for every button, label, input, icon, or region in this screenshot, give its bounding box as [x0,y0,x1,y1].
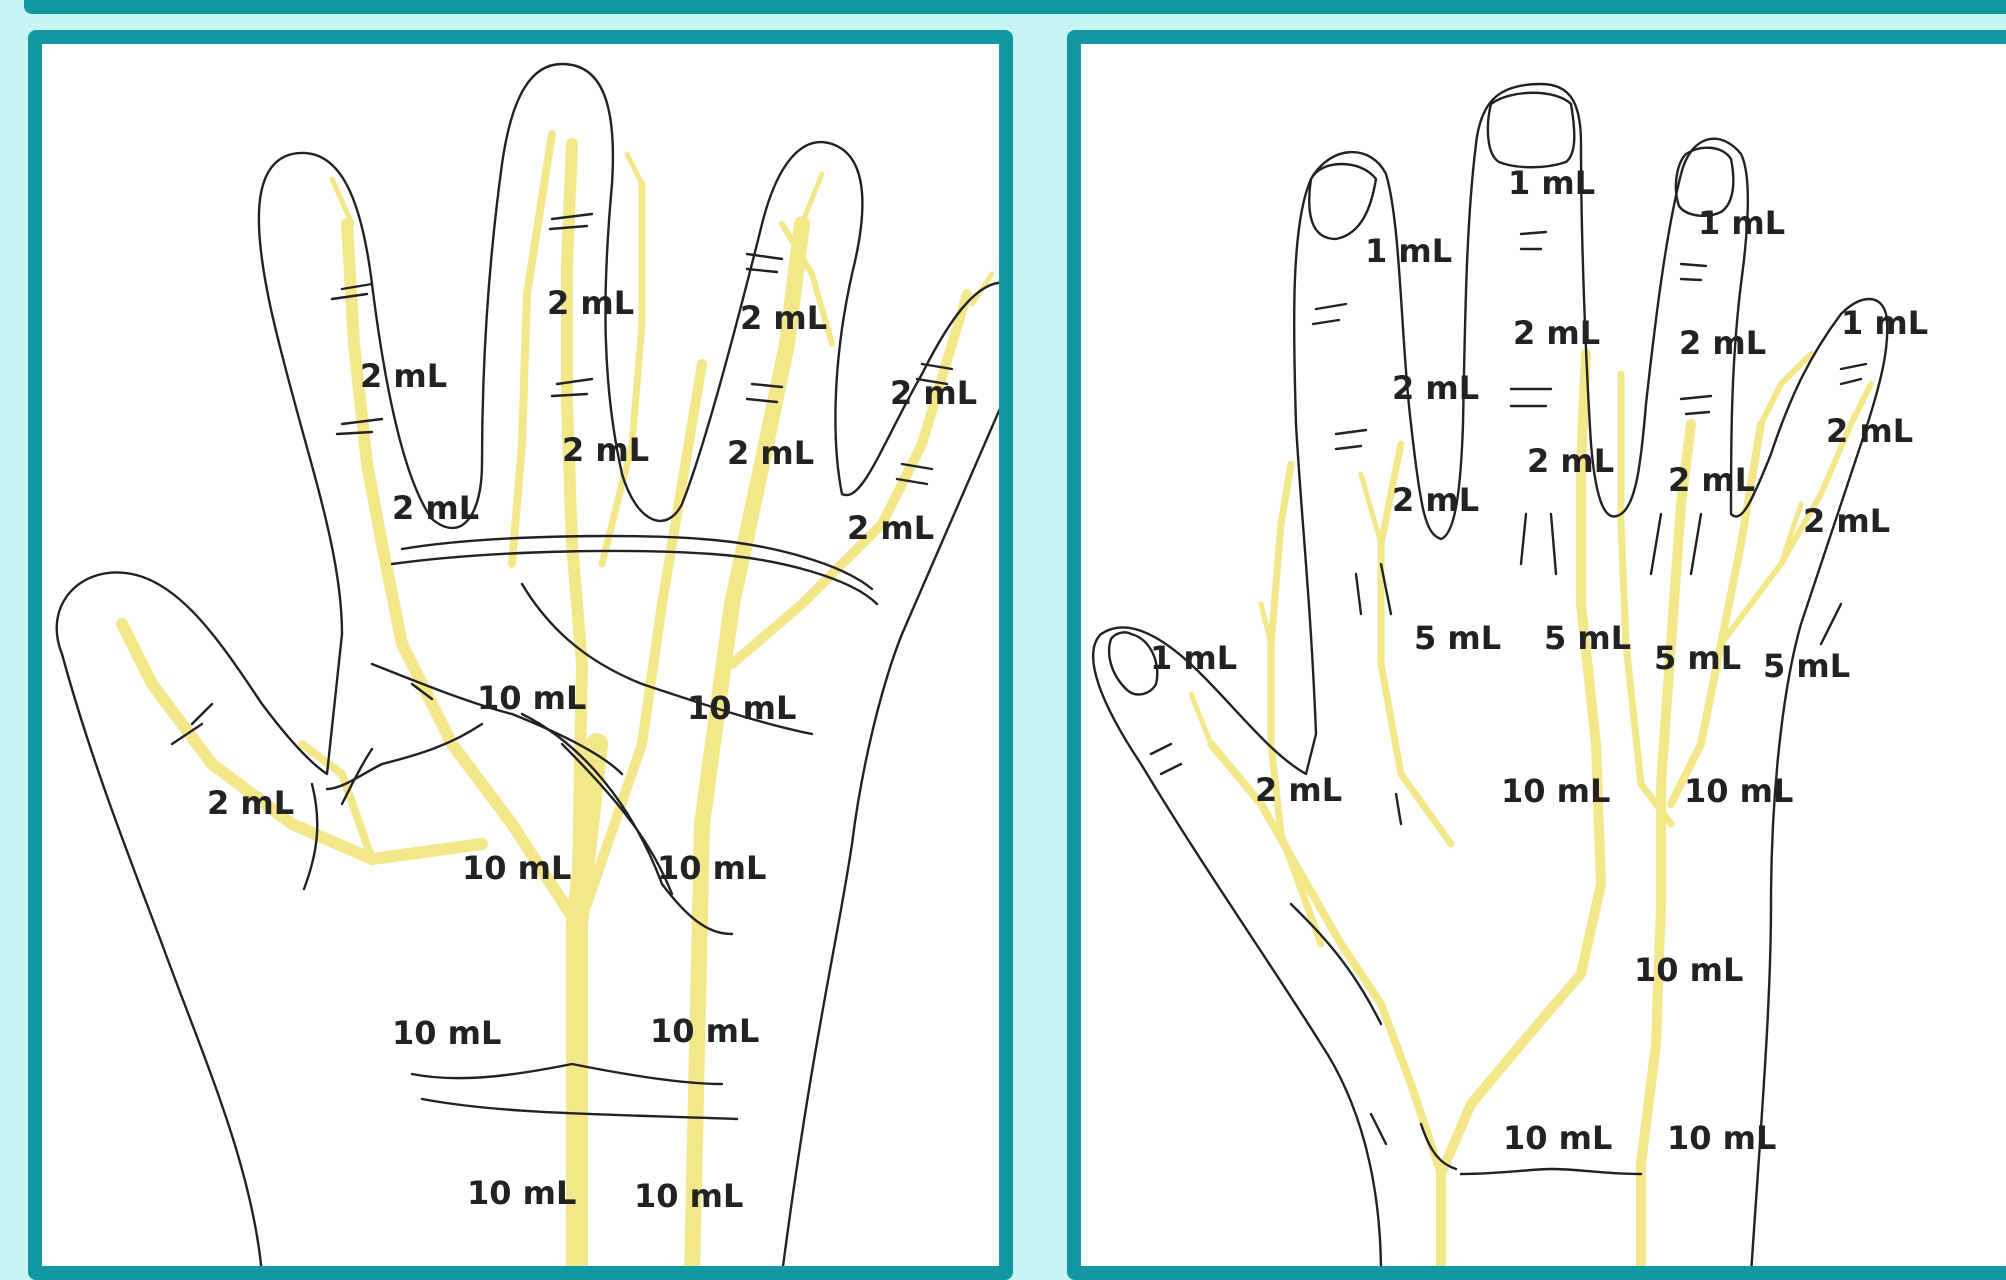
palmar-label: 10 mL [392,1014,501,1052]
dorsal-label: 2 mL [1392,481,1479,519]
dorsal-label: 5 mL [1544,619,1631,657]
palmar-label: 2 mL [562,431,649,469]
palmar-label: 10 mL [687,689,796,727]
palmar-label: 10 mL [634,1177,743,1215]
dorsal-label: 1 mL [1365,232,1452,270]
dorsal-label: 2 mL [1527,442,1614,480]
dorsal-hand-diagram: 1 mL 1 mL 1 mL 1 mL 1 mL 2 mL 2 mL 2 mL … [1081,44,2006,1280]
dorsal-label: 1 mL [1150,639,1237,677]
dorsal-label: 5 mL [1414,619,1501,657]
dorsal-label: 2 mL [1513,314,1600,352]
palmar-label: 10 mL [467,1174,576,1212]
top-banner [24,0,2006,14]
palmar-label: 10 mL [477,679,586,717]
palmar-label: 2 mL [392,489,479,527]
dorsal-label: 2 mL [1392,369,1479,407]
dorsal-label: 10 mL [1503,1119,1612,1157]
palmar-label: 2 mL [547,284,634,322]
dorsal-label: 2 mL [1679,324,1766,362]
palmar-label: 2 mL [207,784,294,822]
dorsal-label: 10 mL [1501,772,1610,810]
palmar-label: 10 mL [650,1012,759,1050]
palmar-label: 2 mL [727,434,814,472]
dorsal-label: 10 mL [1684,772,1793,810]
dorsal-label: 1 mL [1841,304,1928,342]
dorsal-volume-labels: 1 mL 1 mL 1 mL 1 mL 1 mL 2 mL 2 mL 2 mL … [1150,164,1928,1157]
palmar-label: 10 mL [462,849,571,887]
palmar-label: 2 mL [847,509,934,547]
dorsal-hand-panel: 1 mL 1 mL 1 mL 1 mL 1 mL 2 mL 2 mL 2 mL … [1067,30,2006,1280]
dorsal-label: 5 mL [1763,647,1850,685]
dorsal-label: 10 mL [1634,951,1743,989]
palmar-label: 2 mL [890,374,977,412]
dorsal-label: 2 mL [1803,502,1890,540]
dorsal-label: 10 mL [1667,1119,1776,1157]
dorsal-label: 5 mL [1654,639,1741,677]
dorsal-label: 1 mL [1508,164,1595,202]
palmar-label: 2 mL [740,299,827,337]
palmar-hand-panel: 2 mL 2 mL 2 mL 2 mL 2 mL 2 mL 2 mL 2 mL … [28,30,1013,1280]
palmar-hand-diagram: 2 mL 2 mL 2 mL 2 mL 2 mL 2 mL 2 mL 2 mL … [42,44,1013,1280]
dorsal-label: 2 mL [1668,461,1755,499]
dorsal-label: 2 mL [1826,412,1913,450]
palmar-label: 2 mL [360,357,447,395]
palmar-label: 10 mL [657,849,766,887]
dorsal-label: 1 mL [1698,204,1785,242]
dorsal-label: 2 mL [1255,771,1342,809]
